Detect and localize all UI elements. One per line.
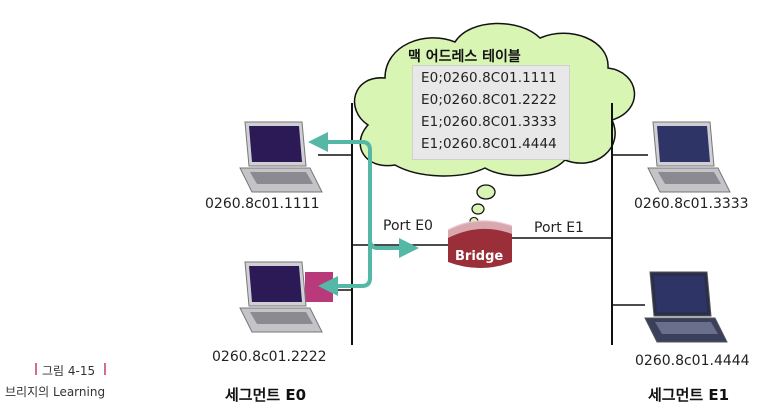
bridge-label: Bridge <box>455 249 504 264</box>
figure-caption: 브리지의 Learning <box>5 385 106 399</box>
port-e0-label: Port E0 <box>383 218 433 234</box>
figure-number: 그림 4-15 <box>42 364 96 378</box>
mac-table-entry: E1;0260.8C01.4444 <box>421 136 557 152</box>
learning-arrows <box>308 132 419 288</box>
bridge-icon <box>447 220 513 268</box>
host-mac-label: 0260.8c01.1111 <box>205 196 320 212</box>
laptop-icon <box>239 121 323 193</box>
laptop-icon <box>647 121 731 193</box>
mac-table-entry: E0;0260.8C01.1111 <box>421 70 557 86</box>
host-mac-label: 0260.8c01.2222 <box>212 349 327 365</box>
host-mac-label: 0260.8c01.4444 <box>635 353 750 369</box>
thought-bubbles <box>469 184 496 226</box>
mac-table-entry: E1;0260.8C01.3333 <box>421 114 557 130</box>
mac-table-title: 맥 어드레스 테이블 <box>408 49 521 65</box>
port-e1-label: Port E1 <box>534 220 584 236</box>
laptop-icon <box>239 261 323 333</box>
mac-table: E0;0260.8C01.1111 E0;0260.8C01.2222 E1;0… <box>412 65 570 160</box>
segment-e1-label: 세그먼트 E1 <box>648 386 730 404</box>
laptop-icon <box>644 271 728 343</box>
host-mac-label: 0260.8c01.3333 <box>634 196 749 212</box>
mac-table-entry: E0;0260.8C01.2222 <box>421 92 557 108</box>
segment-e0-label: 세그먼트 E0 <box>225 386 307 404</box>
